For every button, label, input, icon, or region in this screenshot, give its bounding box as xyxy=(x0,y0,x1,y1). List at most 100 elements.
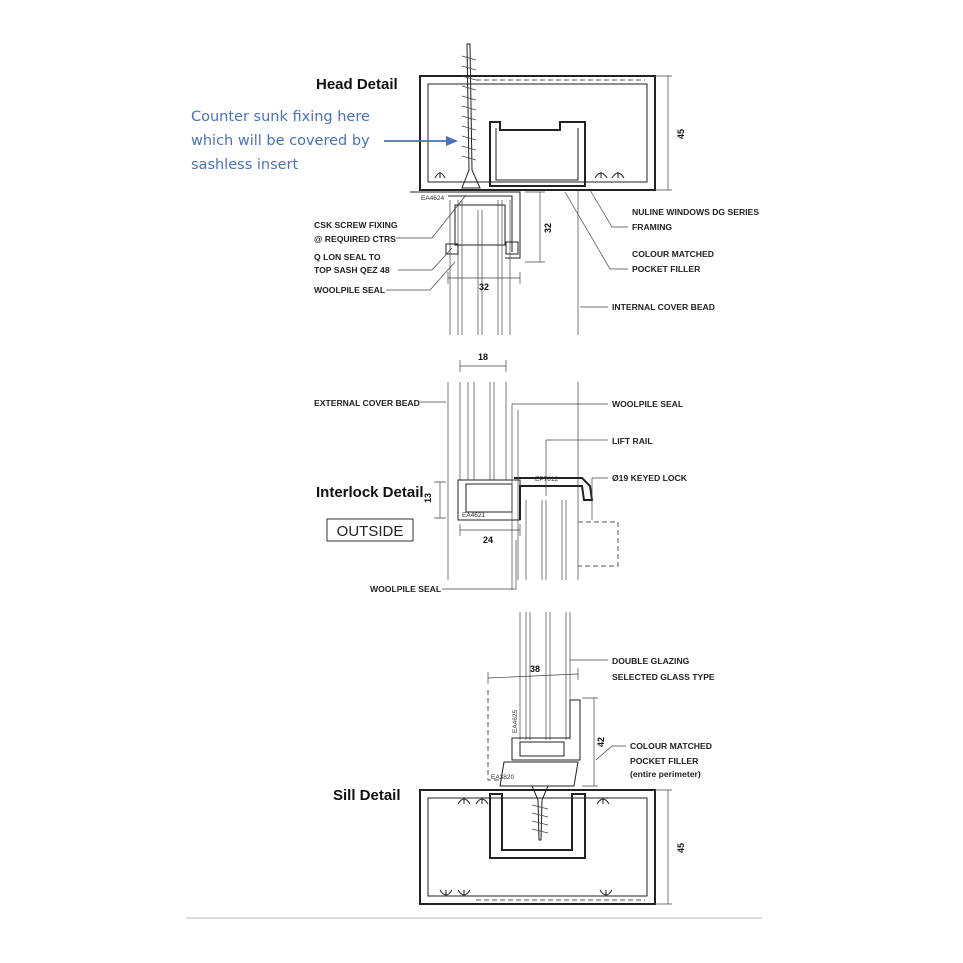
sill-detail-title: Sill Detail xyxy=(333,787,401,804)
label-nuline-1: NULINE WINDOWS DG SERIES xyxy=(632,207,759,217)
head-detail: 45 32 32 EA4624 Head Detail Counter sunk… xyxy=(191,43,759,335)
head-part-code: EA4624 xyxy=(421,195,445,202)
head-glass-lines xyxy=(449,200,511,335)
sill-clip-bottom-right xyxy=(599,889,613,896)
leader-pocket-sill xyxy=(595,745,626,761)
interlock-part-code-ep: EP7812 xyxy=(535,476,559,483)
leader-pocket-head xyxy=(564,191,628,270)
head-seal-left xyxy=(445,243,459,255)
sill-sash-profile xyxy=(511,699,581,761)
sill-detail: 38 42 EA4625 EA3820 45 DOUBLE GLAZ xyxy=(333,612,715,905)
interlock-dim-13-line xyxy=(434,481,446,519)
label-nuline-2: FRAMING xyxy=(632,222,672,232)
sill-frame-outline xyxy=(419,789,656,905)
interlock-dim-24: 24 xyxy=(483,535,493,545)
head-sash-inner xyxy=(448,195,513,252)
head-seal-right xyxy=(505,241,519,255)
sill-dim-38-line xyxy=(487,668,579,684)
sill-screw-thread xyxy=(531,804,549,834)
label-pocket-head-2: POCKET FILLER xyxy=(632,264,701,274)
note-line-3: sashless insert xyxy=(191,157,299,173)
head-dim-32h-line xyxy=(447,272,521,284)
sill-sash-core xyxy=(519,741,565,757)
sill-clip-2 xyxy=(475,798,489,805)
head-dim-45-line xyxy=(655,75,672,191)
head-frame-inner xyxy=(427,83,648,183)
label-lift-rail: LIFT RAIL xyxy=(612,436,653,446)
sill-pocket xyxy=(489,793,586,859)
label-woolpile-interlock-top: WOOLPILE SEAL xyxy=(612,399,683,409)
head-dim-32v-line xyxy=(525,191,545,263)
head-clip-right-2 xyxy=(611,172,625,179)
label-keyed-lock: Ø19 KEYED LOCK xyxy=(612,473,688,483)
interlock-lift-rail xyxy=(514,477,594,520)
label-double-glazing-1: DOUBLE GLAZING xyxy=(612,656,690,666)
sill-dim-42-line xyxy=(582,697,598,787)
outside-label: OUTSIDE xyxy=(337,523,404,540)
sill-clip-1 xyxy=(457,798,471,805)
sill-sash-base xyxy=(499,761,579,787)
sill-clip-bottom-2 xyxy=(457,889,471,896)
outside-box xyxy=(326,518,414,542)
leader-nuline xyxy=(589,189,628,228)
interlock-outer-lines xyxy=(447,382,579,580)
interlock-dim-24-line xyxy=(459,524,521,536)
sill-dim-45-line xyxy=(655,789,672,905)
label-woolpile-head: WOOLPILE SEAL xyxy=(314,285,385,295)
head-sash-core xyxy=(454,204,506,246)
label-woolpile-interlock-bottom: WOOLPILE SEAL xyxy=(370,584,441,594)
head-dim-45: 45 xyxy=(676,129,686,139)
head-pocket-inner xyxy=(495,128,579,181)
label-internal-cover-bead: INTERNAL COVER BEAD xyxy=(612,302,715,312)
interlock-detail: 18 13 24 EP7812 EA4621 EXTERNAL COVER BE… xyxy=(314,352,688,594)
sill-frame-inner xyxy=(427,797,648,897)
label-csk-1: CSK SCREW FIXING xyxy=(314,220,398,230)
head-sash-outer xyxy=(410,191,521,259)
sill-dim-42: 42 xyxy=(596,737,606,747)
interlock-lock-outline xyxy=(578,521,619,567)
interlock-dim-13: 13 xyxy=(423,493,433,503)
label-pocket-sill-2: POCKET FILLER xyxy=(630,756,699,766)
sill-clip-3 xyxy=(596,798,610,805)
leader-woolpile-bottom xyxy=(442,540,517,590)
interlock-detail-title: Interlock Detail xyxy=(316,484,424,501)
sill-part-code-base: EA3820 xyxy=(491,774,515,781)
leader-qlon xyxy=(398,247,453,271)
leader-keyed-lock xyxy=(591,477,608,520)
label-qlon-2: TOP SASH QEZ 48 xyxy=(314,265,390,275)
label-pocket-sill-3: (entire perimeter) xyxy=(630,769,701,779)
head-screw xyxy=(461,43,481,189)
label-qlon-1: Q LON SEAL TO xyxy=(314,252,381,262)
label-pocket-sill-1: COLOUR MATCHED xyxy=(630,741,712,751)
note-line-2: which will be covered by xyxy=(191,133,370,149)
sill-sash-dashed xyxy=(487,690,500,781)
interlock-dim-18: 18 xyxy=(478,352,488,362)
label-pocket-head-1: COLOUR MATCHED xyxy=(632,249,714,259)
label-csk-2: @ REQUIRED CTRS xyxy=(314,234,396,244)
interlock-glass-lower xyxy=(511,404,567,590)
head-screw-thread xyxy=(461,55,477,161)
sill-dim-45: 45 xyxy=(676,843,686,853)
head-pocket xyxy=(489,121,586,187)
interlock-glass-upper xyxy=(459,382,507,480)
head-clip-right-1 xyxy=(594,172,608,179)
interlock-top-sash-core xyxy=(465,483,513,513)
leader-woolpile-head xyxy=(386,261,456,291)
label-double-glazing-2: SELECTED GLASS TYPE xyxy=(612,672,715,682)
note-line-1: Counter sunk fixing here xyxy=(191,109,370,125)
sill-screw xyxy=(531,785,549,841)
head-clip-left xyxy=(434,172,446,179)
sill-clip-bottom-left xyxy=(439,889,453,896)
sill-dim-38: 38 xyxy=(530,664,540,674)
note-arrow-head xyxy=(446,136,458,146)
interlock-part-code-ea: EA4621 xyxy=(462,512,486,519)
label-external-cover-bead: EXTERNAL COVER BEAD xyxy=(314,398,420,408)
head-detail-title: Head Detail xyxy=(316,76,398,93)
leader-csk xyxy=(396,194,467,239)
head-dim-32v: 32 xyxy=(543,223,553,233)
sill-part-code-ea: EA4625 xyxy=(512,709,519,733)
head-dim-32h: 32 xyxy=(479,282,489,292)
interlock-dim-18-line xyxy=(459,360,507,372)
